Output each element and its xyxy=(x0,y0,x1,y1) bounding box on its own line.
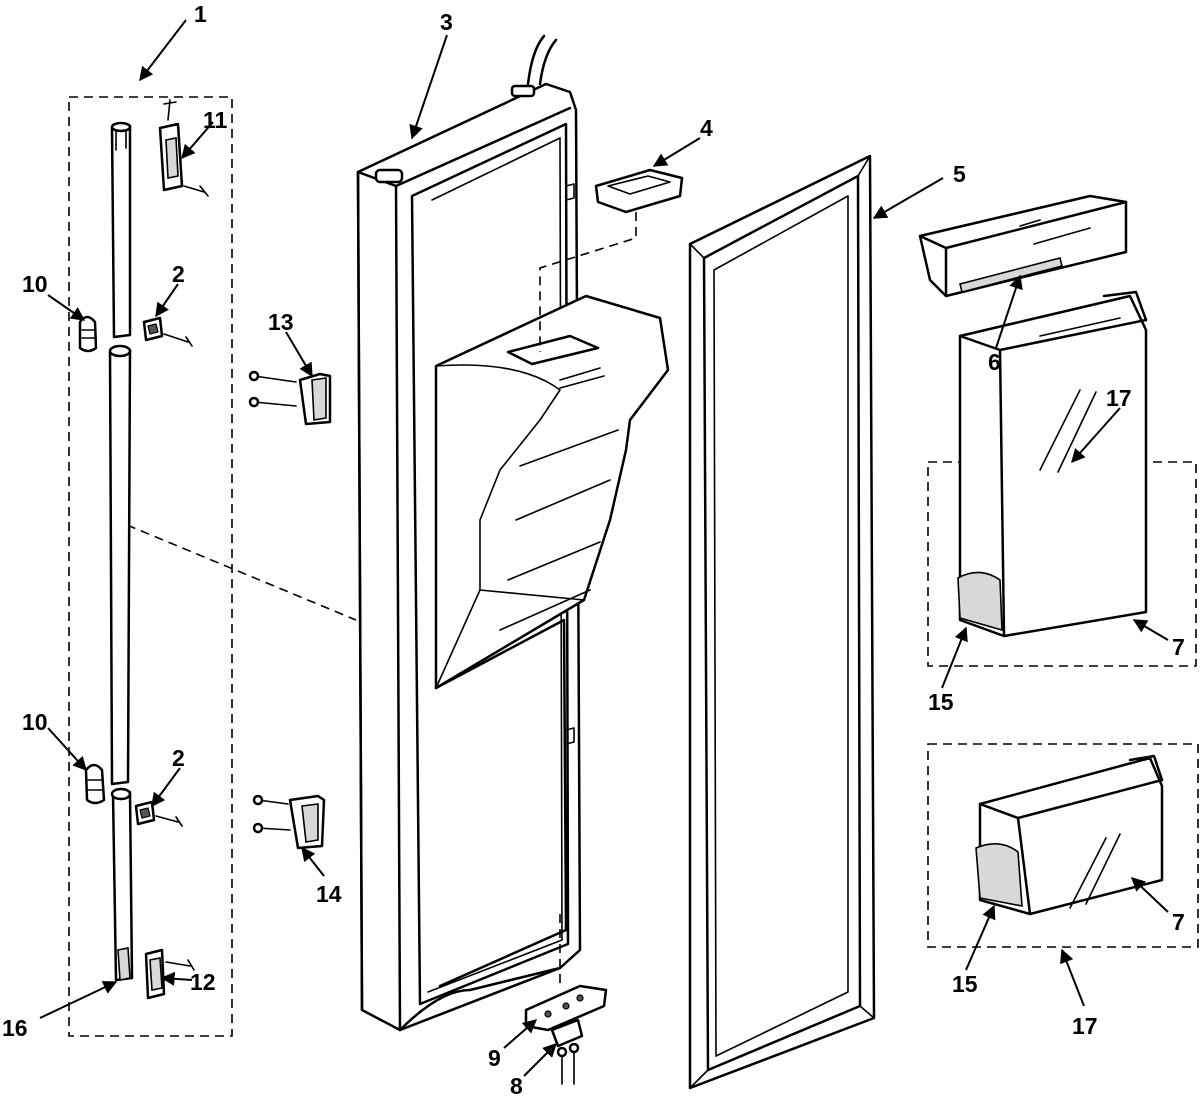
callout-6: 6 xyxy=(988,349,1001,375)
callout-17-upper: 17 xyxy=(1106,385,1132,411)
callout-9: 9 xyxy=(488,1045,501,1071)
part-6-guard xyxy=(918,194,1128,298)
callout-10-lower: 10 xyxy=(22,709,48,735)
callout-3: 3 xyxy=(440,9,453,35)
hinge-pipe-upper xyxy=(110,121,132,339)
part-11-hinge-cap-top xyxy=(158,99,209,197)
part-10-cap-lower xyxy=(84,763,106,805)
callout-16: 16 xyxy=(2,1015,28,1041)
callout-2-upper: 2 xyxy=(172,261,185,287)
callout-15-upper: 15 xyxy=(928,689,954,715)
part-4-chute-cap xyxy=(539,168,684,352)
part-3-door-assembly xyxy=(356,34,670,1032)
callout-4: 4 xyxy=(700,115,713,141)
part-12-hinge-cap-bottom xyxy=(144,948,195,1000)
callout-8: 8 xyxy=(510,1073,523,1097)
part-8-hinge-screws xyxy=(550,1018,584,1085)
callout-7-lower: 7 xyxy=(1172,909,1185,935)
callout-17-lower: 17 xyxy=(1072,1013,1098,1039)
callout-2-lower: 2 xyxy=(172,745,185,771)
hinge-pipe-lower xyxy=(110,787,134,982)
callout-11: 11 xyxy=(203,107,228,133)
part-2-bracket-lower xyxy=(134,800,183,827)
part-13-door-stopper-upper xyxy=(248,370,332,426)
part-7-door-bin-lower xyxy=(975,754,1164,916)
callout-7-upper: 7 xyxy=(1172,634,1185,660)
part-2-bracket-upper xyxy=(142,316,193,347)
assembly-17-boundary-lower xyxy=(927,743,1199,948)
callout-13: 13 xyxy=(268,309,294,335)
callout-15-lower: 15 xyxy=(952,971,978,997)
callout-14: 14 xyxy=(316,881,342,907)
part-5-door-gasket xyxy=(688,154,876,1090)
part-7-door-bin-upper xyxy=(957,290,1148,638)
part-14-door-stopper-lower xyxy=(252,794,326,850)
part-10-cap-upper xyxy=(78,315,98,353)
assembly-1-boundary xyxy=(68,96,233,1037)
assembly-17-boundary-upper xyxy=(927,461,1197,667)
callout-12: 12 xyxy=(190,969,216,995)
callout-10-upper: 10 xyxy=(22,271,48,297)
callout-5: 5 xyxy=(953,161,966,187)
callout-1: 1 xyxy=(194,1,207,27)
hinge-pipe-middle xyxy=(108,344,132,786)
